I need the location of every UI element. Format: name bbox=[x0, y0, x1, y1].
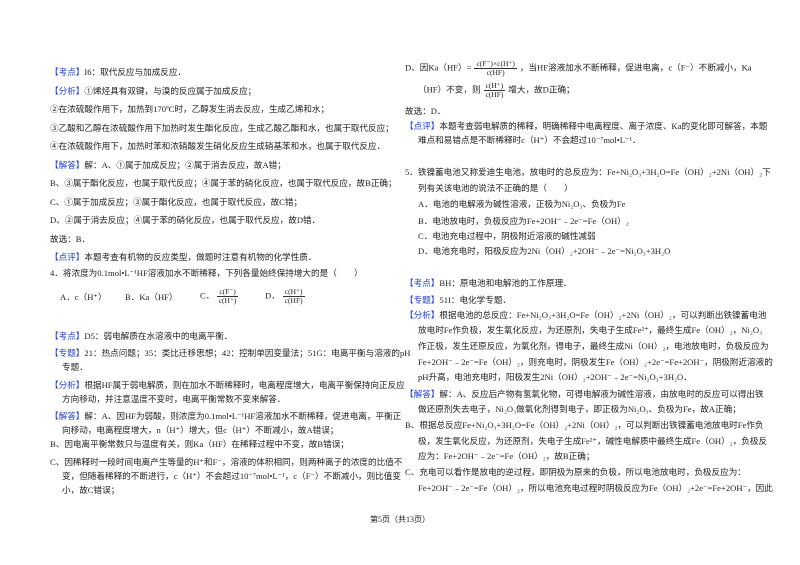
dianping-line: 【点评】本题考查弱电解质的稀释，明确稀释中电离程度、离子浓度、Ka的变化即可解答… bbox=[405, 121, 767, 132]
denominator: c(HF) bbox=[485, 90, 504, 99]
option-d: D．电池充电时，阳极反应为2Ni（OH）₂+2OH⁻﹣2e⁻=Ni₂O₃+3H₂… bbox=[418, 246, 671, 256]
text-line: D、因Ka（HF）=c(F⁻)×c(H⁺)c(HF)，当HF溶液加水不断稀释，促… bbox=[405, 60, 752, 77]
text-line: ③乙酸和乙醇在浓硫酸作用下加热时发生酯化反应，生成乙酸乙酯和水，也属于取代反应； bbox=[50, 123, 394, 133]
question-4: 4．将浓度为0.1mol•L⁻¹HF溶液加水不断稀释，下列各量始终保持增大的是（… bbox=[50, 268, 363, 278]
page-footer: 第5页（共13页） bbox=[370, 515, 430, 524]
text-line: ②在浓硫酸作用下，加热到170ºC时，乙醇发生消去反应，生成乙烯和水； bbox=[50, 104, 330, 114]
fenxi-text: ①烯烃具有双键，与溴的反应属于加成反应； bbox=[84, 86, 257, 96]
jieda-text: 解：A、因HF为弱酸，则浓度为0.1mol•L⁻¹HF溶液加水不断稀释，促进电离… bbox=[84, 411, 402, 421]
kaodian-line: 【考点】BH：原电池和电解池的工作原理． bbox=[405, 278, 572, 289]
tag-fenxi: 【分析】 bbox=[50, 86, 85, 96]
text: D、因Ka（HF）= bbox=[405, 62, 472, 73]
tag-jieda: 【解答】 bbox=[50, 160, 85, 170]
text-line: B、因电离平衡常数只与温度有关，则Ka（HF）在稀释过程中不变，故B错误； bbox=[50, 439, 349, 449]
q4-options: A．c（H⁺） B．Ka（HF） C．c(F⁻)c(H⁺) D．c(H⁺)c(H… bbox=[60, 288, 380, 310]
text: 增大，故D正确； bbox=[508, 84, 575, 95]
text-line: 极，发生氧化反应，为还原剂，失电子生成Fe²⁺，碱性电解质中最终生成Fe（OH）… bbox=[418, 436, 768, 446]
fraction: c(F⁻)c(H⁺) bbox=[217, 287, 238, 305]
fenxi-text: 根据电池的总反应：Fe+Ni₂O₃+3H₂O=Fe（OH）₂+2Ni（OH）₂，… bbox=[439, 310, 767, 320]
option-b: B．Ka（HF） bbox=[125, 292, 178, 302]
numerator: c(F⁻)×c(H⁺) bbox=[474, 59, 517, 69]
jieda-line: 【解答】解：A、反应后产物有氢氧化物，可得电解液为碱性溶液，由放电时的反应可以得… bbox=[405, 389, 764, 400]
kaodian-text: BH：原电池和电解池的工作原理． bbox=[439, 278, 572, 288]
text-line: D、②属于消去反应；④属于苯的硝化反应，也属于取代反应，故D错． bbox=[50, 215, 321, 225]
text-line: B、③属于酯化反应，也属于取代反应；④属于苯的硝化反应，也属于取代反应，故B正确… bbox=[50, 178, 397, 188]
text-line: 方向移动，并注意温度不变时，电离平衡常数不变来解答． bbox=[62, 394, 286, 404]
text-line: 应为：Fe+2OH⁻﹣2e⁻=Fe（OH）₂，故B正确； bbox=[418, 451, 595, 461]
denominator: c(H⁺) bbox=[218, 296, 237, 305]
option-c: C．电池充电过程中，阴极附近溶液的碱性减弱 bbox=[418, 231, 596, 241]
zhuanti-line: 【专题】51I：电化学专题． bbox=[405, 295, 511, 306]
answer-line: 故选：D． bbox=[405, 106, 446, 116]
text-line: 放电时Fe作负极，发生氧化反应，为还原剂，失电子生成Fe²⁺，最终生成Fe（OH… bbox=[418, 325, 763, 335]
numerator: c(H⁺) bbox=[282, 287, 305, 297]
kaodian-line: 【考点】D5：弱电解质在水溶液中的电离平衡． bbox=[50, 331, 232, 342]
kaodian-line: 【考点】I6：取代反应与加成反应． bbox=[50, 67, 186, 78]
fenxi-line: 【分析】①烯烃具有双键，与溴的反应属于加成反应； bbox=[50, 86, 256, 97]
zhuanti-text: 51I：电化学专题． bbox=[439, 295, 512, 305]
option-b: B．电池放电时，负极反应为Fe+2OH⁻﹣2e⁻=Fe（OH）₂ bbox=[418, 216, 629, 226]
tag-kaodian: 【考点】 bbox=[50, 331, 85, 341]
dianping-text: 本题考查弱电解质的稀释，明确稀释中电离程度、离子浓度、Ka的变化即可解答，本题 bbox=[439, 121, 768, 131]
fraction: c(H⁺)c(HF) bbox=[483, 81, 506, 99]
text-line: 变，但随着稀释的不断进行，c（H⁺）不会超过10⁻⁷mol•L⁻¹，c（F⁻）不… bbox=[62, 471, 401, 481]
zhuanti-line: 【专题】21：热点问题；35：类比迁移思想；42：控制单因变量法；51G：电离平… bbox=[50, 348, 410, 359]
text-line: ④在浓硫酸作用下，加热时苯和浓硝酸发生硝化反应生成硝基苯和水，也属于取代反应． bbox=[50, 141, 386, 151]
text-line: 专题． bbox=[62, 362, 88, 372]
question-5: 5．铁镍蓄电池又称爱迪生电池，放电时的总反应为：Fe+Ni₂O₃+3H₂O=Fe… bbox=[405, 167, 771, 177]
option-c-label: C． bbox=[200, 290, 215, 301]
tag-jieda: 【解答】 bbox=[50, 411, 85, 421]
tag-fenxi: 【分析】 bbox=[405, 310, 440, 320]
denominator: c(HF) bbox=[284, 296, 303, 305]
text-line: 做还原剂失去电子，Ni₂O₃做氧化剂得到电子，即正极为Ni₂O₃、负极为Fe，故… bbox=[418, 404, 741, 414]
text-line: 故选：B． bbox=[50, 234, 91, 244]
fraction: c(F⁻)×c(H⁺)c(HF) bbox=[474, 59, 517, 77]
option-c: C．c(F⁻)c(H⁺) bbox=[200, 288, 241, 305]
fenxi-line: 【分析】根据HF属于弱电解质，则在加水不断稀释时，电离程度增大，电离平衡保持向正… bbox=[50, 380, 405, 391]
option-a: A．电池的电解液为碱性溶液，正极为Ni₂O₃、负极为Fe bbox=[418, 199, 626, 209]
numerator: c(H⁺) bbox=[483, 81, 506, 91]
tag-jieda: 【解答】 bbox=[405, 389, 440, 399]
tag-zhuanti: 【专题】 bbox=[405, 295, 440, 305]
text-line: C、因稀释时一段时间电离产生等量的H⁺和F⁻，溶液的体积相同，则两种离子的浓度的… bbox=[50, 457, 403, 467]
tag-dianping: 【点评】 bbox=[50, 252, 85, 262]
text-line: C、充电可以看作是放电的逆过程，即阴极为原来的负极，所以电池放电时，负极反应为： bbox=[405, 467, 746, 477]
option-d-label: D． bbox=[265, 290, 280, 301]
jieda-line: 【解答】解：A、因HF为弱酸，则浓度为0.1mol•L⁻¹HF溶液加水不断稀释，… bbox=[50, 411, 401, 422]
text-line: 列有关该电池的说法不正确的是（ ） bbox=[418, 183, 573, 193]
text-line: 向移动，电离程度增大，n（H⁺）增大，但c（H⁺）不断减小，故A错误； bbox=[62, 425, 339, 435]
text-line: pH升高，电池充电时，阳极发生2Ni（OH）₂+2OH⁻﹣2e⁻=Ni₂O₃+3… bbox=[418, 372, 692, 382]
text-line: 作正极，发生还原反应，为氧化剂，得电子，最终生成Ni（OH）₂，电池放电时，负极… bbox=[418, 341, 769, 351]
tag-kaodian: 【考点】 bbox=[50, 67, 85, 77]
kaodian-text: D5：弱电解质在水溶液中的电离平衡． bbox=[84, 331, 233, 341]
text-line: Fe+2OH⁻﹣2e⁻=Fe（OH）₂，则充电时，阴极发生Fe（OH）₂+2e⁻… bbox=[418, 357, 773, 367]
dianping-text: 本题考查有机物的反应类型，做题时注意有机物的化学性质． bbox=[84, 252, 317, 262]
fenxi-line: 【分析】根据电池的总反应：Fe+Ni₂O₃+3H₂O=Fe（OH）₂+2Ni（O… bbox=[405, 310, 766, 321]
fraction: c(H⁺)c(HF) bbox=[282, 287, 305, 305]
option-a: A．c（H⁺） bbox=[60, 292, 107, 302]
fenxi-text: 根据HF属于弱电解质，则在加水不断稀释时，电离程度增大，电离平衡保持向正反应 bbox=[84, 380, 405, 390]
text: ，当HF溶液加水不断稀释，促进电离，c（F⁻）不断减小，Ka bbox=[519, 62, 752, 73]
tag-zhuanti: 【专题】 bbox=[50, 348, 85, 358]
text-line: Fe+2OH⁻﹣2e⁻=Fe（OH）₂，所以电池充电过程时阴极反应为Fe（OH）… bbox=[418, 483, 773, 493]
zhuanti-text: 21：热点问题；35：类比迁移思想；42：控制单因变量法；51G：电离平衡与溶液… bbox=[84, 348, 411, 358]
text-line: C、①属于加成反应；③属于酯化反应，也属于取代反应，故C错； bbox=[50, 197, 303, 207]
text-line: 难点和易错点是不断稀释时c（H⁺）不会超过10⁻⁷mol•L⁻¹． bbox=[418, 135, 641, 145]
tag-kaodian: 【考点】 bbox=[405, 278, 440, 288]
dianping-line: 【点评】本题考查有机物的反应类型，做题时注意有机物的化学性质． bbox=[50, 252, 316, 263]
denominator: c(HF) bbox=[486, 68, 505, 77]
kaodian-text: I6：取代反应与加成反应． bbox=[84, 67, 187, 77]
text: （HF）不变，则 bbox=[418, 84, 481, 95]
tag-fenxi: 【分析】 bbox=[50, 380, 85, 390]
jieda-line: 【解答】解：A、①属于加成反应；②属于消去反应，故A错； bbox=[50, 160, 286, 171]
text-line: B、根据总反应Fe+Ni₂O₃+3H₂O=Fe（OH）₂+2Ni（OH）₂，可以… bbox=[405, 420, 764, 430]
jieda-text: 解：A、反应后产物有氢氧化物，可得电解液为碱性溶液，由放电时的反应可以得出铁 bbox=[439, 389, 764, 399]
jieda-text: 解：A、①属于加成反应；②属于消去反应，故A错； bbox=[84, 160, 286, 170]
tag-dianping: 【点评】 bbox=[405, 121, 440, 131]
text-line: 小，故C错误； bbox=[62, 485, 120, 495]
option-d: D．c(H⁺)c(HF) bbox=[265, 288, 308, 305]
numerator: c(F⁻) bbox=[217, 287, 238, 297]
